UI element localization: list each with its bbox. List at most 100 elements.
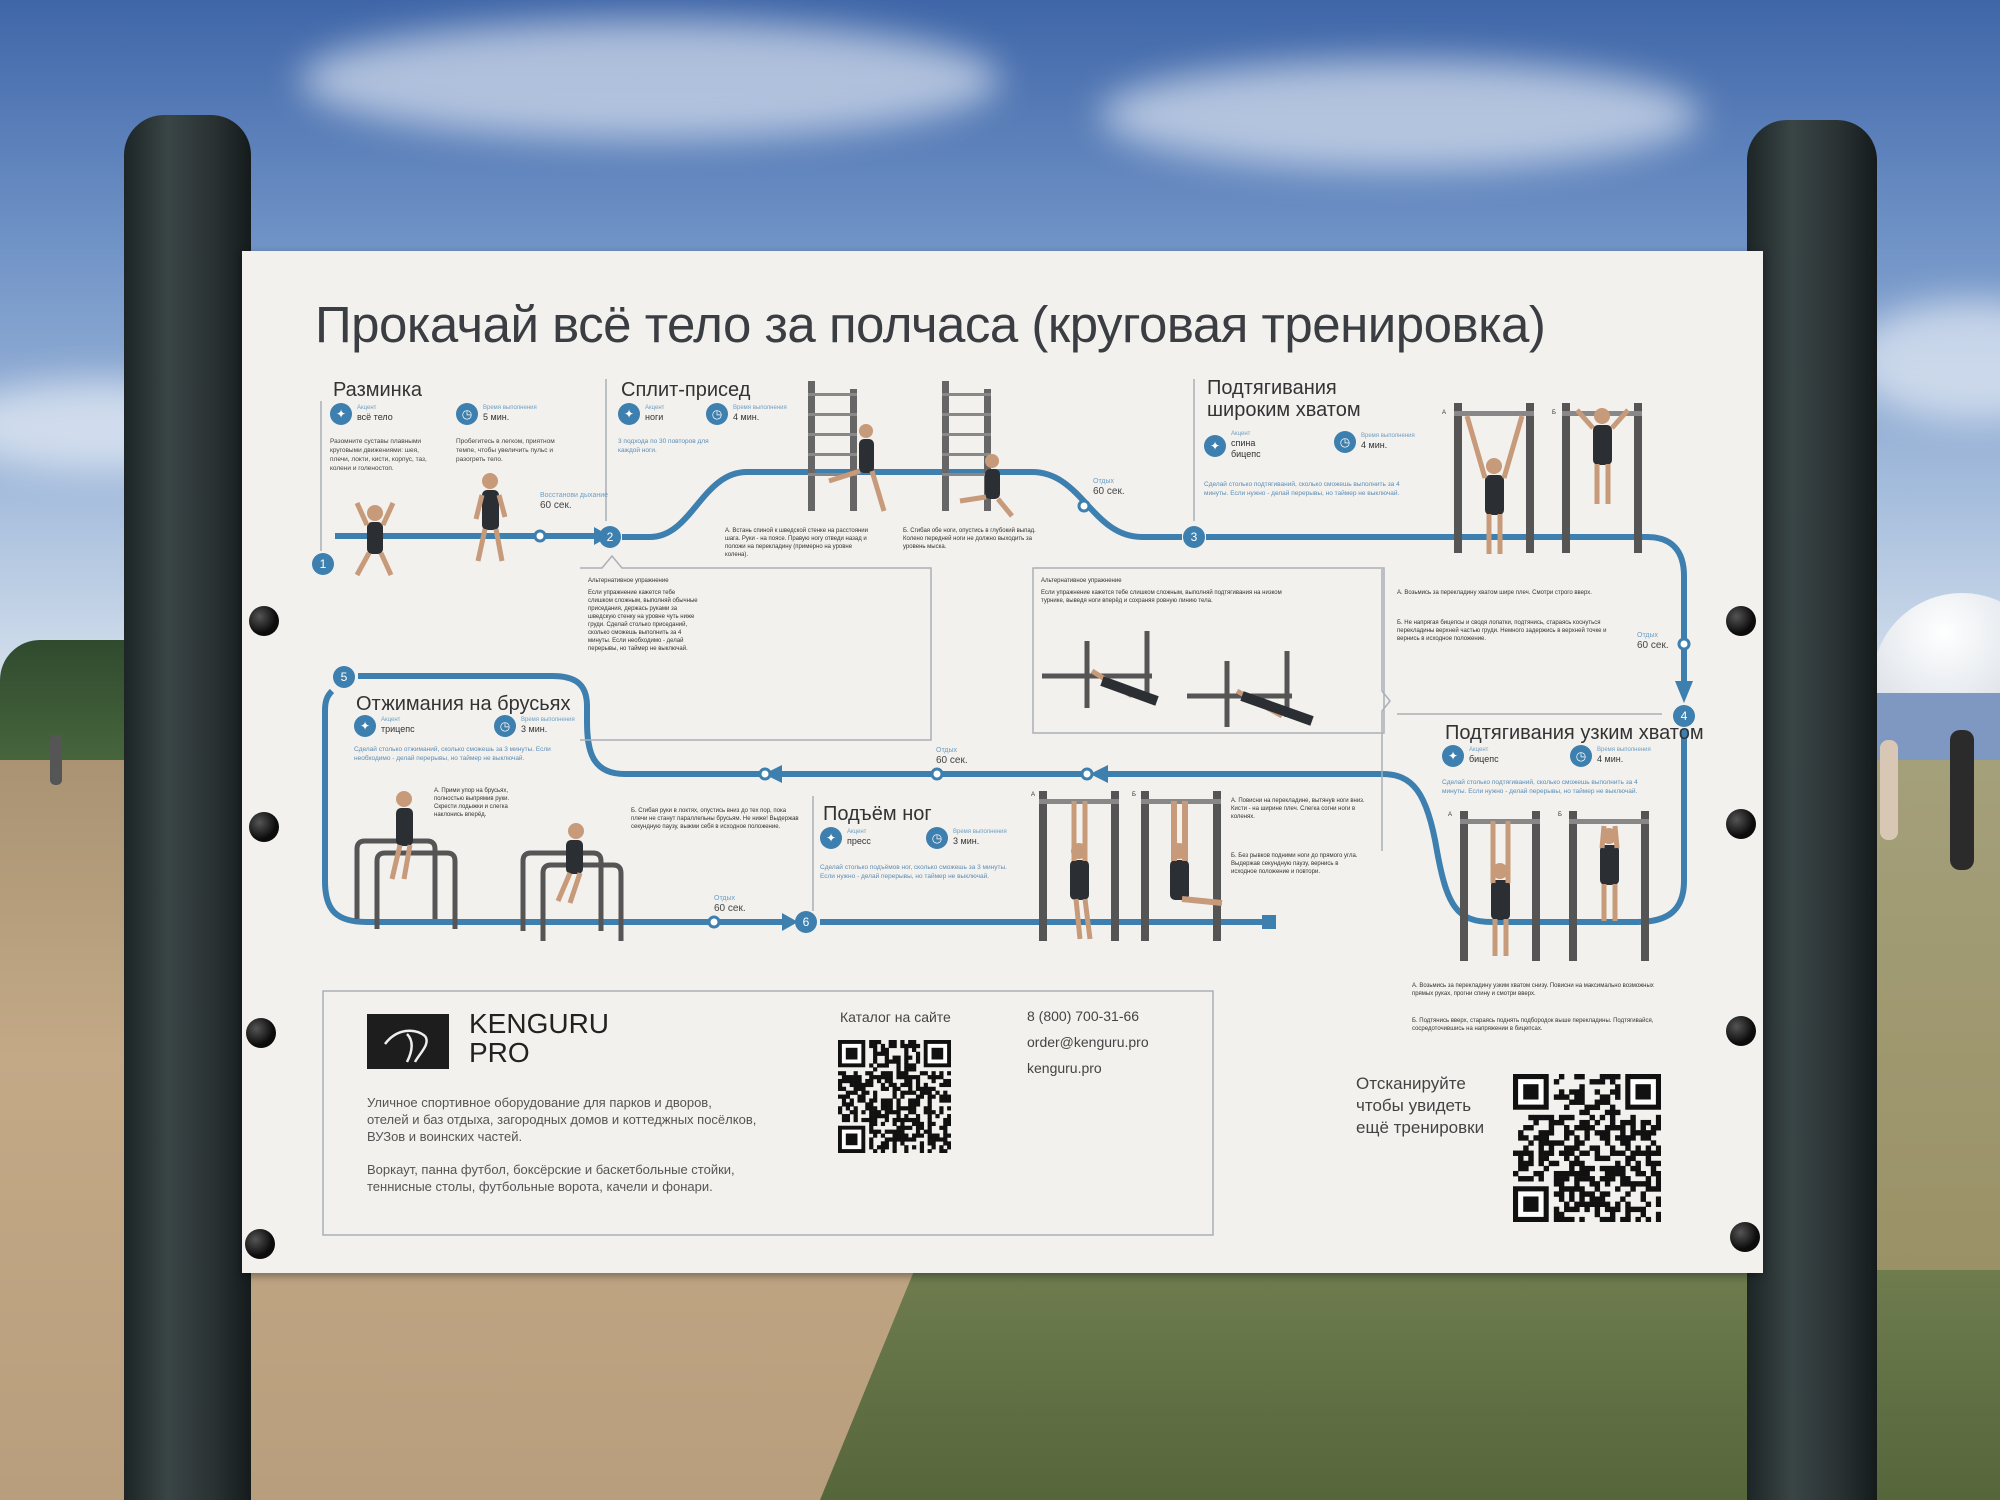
qr-module <box>1579 1201 1585 1207</box>
qr-module <box>1579 1196 1585 1202</box>
qr-module <box>927 1102 932 1107</box>
qr-module <box>853 1086 858 1091</box>
qr-module <box>1548 1119 1555 1126</box>
qr-module <box>876 1145 882 1150</box>
alt-box-1 <box>580 554 932 741</box>
qr-module <box>947 1114 951 1119</box>
qr-module <box>900 1071 905 1076</box>
qr-module <box>923 1106 928 1111</box>
qr-module <box>1543 1130 1550 1136</box>
qr-module <box>900 1133 905 1138</box>
qr-module <box>1625 1155 1631 1162</box>
qr-module <box>1558 1150 1565 1156</box>
qr-module <box>1569 1130 1575 1136</box>
qr-module <box>869 1114 874 1119</box>
qr-module <box>915 1078 921 1084</box>
qr-module <box>888 1043 893 1049</box>
qr-module <box>1604 1165 1611 1172</box>
time-label: Время выполнения <box>1597 747 1651 753</box>
qr-module <box>1604 1125 1611 1131</box>
qr-module <box>869 1137 874 1142</box>
qr-module <box>888 1129 893 1134</box>
split-title: Сплит-присед <box>621 379 751 401</box>
qr-module <box>923 1090 928 1095</box>
arrow-down <box>1675 681 1693 703</box>
qr-module <box>931 1078 936 1084</box>
qr-module <box>896 1129 901 1134</box>
qr-module <box>1650 1130 1657 1136</box>
qr-module <box>927 1098 932 1103</box>
qr-module <box>1609 1165 1616 1172</box>
warmup-figure-b <box>473 473 508 562</box>
qr-module <box>1640 1135 1646 1141</box>
qr-module <box>896 1133 901 1138</box>
mark-b: Б <box>1558 812 1562 818</box>
qr-module <box>1599 1094 1606 1100</box>
qr-module <box>1635 1130 1641 1136</box>
qr-module <box>1558 1186 1565 1192</box>
qr-module <box>896 1114 901 1119</box>
qr-module <box>1564 1094 1570 1100</box>
qr-module <box>1584 1130 1590 1136</box>
rest-label-1: Восстанови дыхание 60 сек. <box>540 491 608 511</box>
qr-module <box>939 1071 944 1076</box>
sign-title: Прокачай всё тело за полчаса (круговая т… <box>315 296 1546 353</box>
qr-module <box>1569 1114 1575 1121</box>
qr-module <box>915 1059 921 1064</box>
scan-prompt: Отсканируйте чтобы увидеть ещё тренировк… <box>1356 1073 1484 1139</box>
qr-module <box>1543 1150 1550 1156</box>
qr-module <box>947 1098 951 1103</box>
qr-module <box>923 1110 928 1115</box>
dips-figure-a <box>389 791 413 880</box>
qr-module <box>892 1145 897 1150</box>
qr-module <box>884 1051 889 1056</box>
qr-module <box>1518 1135 1524 1141</box>
qr-module <box>1594 1130 1601 1136</box>
qr-module <box>880 1086 886 1091</box>
bolt <box>245 1229 275 1259</box>
step-number-4: 4 <box>1673 705 1695 727</box>
qr-module <box>1579 1125 1585 1131</box>
qr-module <box>1589 1125 1595 1131</box>
dips-step-a: А. Прими упор на брусьях, полностью выпр… <box>434 788 510 818</box>
qr-module <box>841 1078 847 1084</box>
qr-module <box>845 1114 850 1119</box>
qr-module <box>1630 1135 1636 1141</box>
bolt <box>246 1018 276 1048</box>
qr-module <box>927 1086 932 1091</box>
workouts-qr-code[interactable] <box>1513 1074 1661 1222</box>
qr-module <box>873 1051 878 1056</box>
arrow-left <box>1090 765 1108 783</box>
qr-module <box>1625 1211 1631 1218</box>
narrow-step-a: А. Возьмись за перекладину узким хватом … <box>1412 983 1654 997</box>
qr-module <box>880 1063 886 1068</box>
arrow-right <box>782 913 798 931</box>
website: kenguru.pro <box>1027 1060 1102 1076</box>
qr-module <box>1528 1114 1534 1121</box>
phone-number: 8 (800) 700-31-66 <box>1027 1008 1140 1024</box>
qr-module <box>1594 1155 1601 1162</box>
catalog-qr-code[interactable] <box>838 1040 951 1153</box>
qr-module <box>1538 1140 1544 1146</box>
qr-module <box>1574 1089 1580 1095</box>
time-value: 3 мин. <box>521 724 548 734</box>
qr-module <box>869 1141 874 1146</box>
qr-module <box>853 1082 858 1088</box>
qr-module <box>1655 1176 1661 1182</box>
mark-b: Б <box>1132 792 1136 798</box>
brand-line: PRO <box>469 1037 530 1068</box>
accent-label: Акцент <box>1469 747 1489 753</box>
narrow-desc: Сделай столько подтягиваний, сколько смо… <box>1442 779 1638 795</box>
qr-module <box>1609 1079 1616 1085</box>
qr-module <box>896 1098 901 1103</box>
qr-module <box>1609 1211 1616 1218</box>
qr-module <box>1599 1176 1606 1182</box>
qr-module <box>927 1129 932 1134</box>
qr-module <box>1543 1165 1550 1172</box>
qr-module <box>888 1071 893 1076</box>
legs-figure-b <box>1170 801 1223 906</box>
accent-value: всё тело <box>357 412 393 422</box>
